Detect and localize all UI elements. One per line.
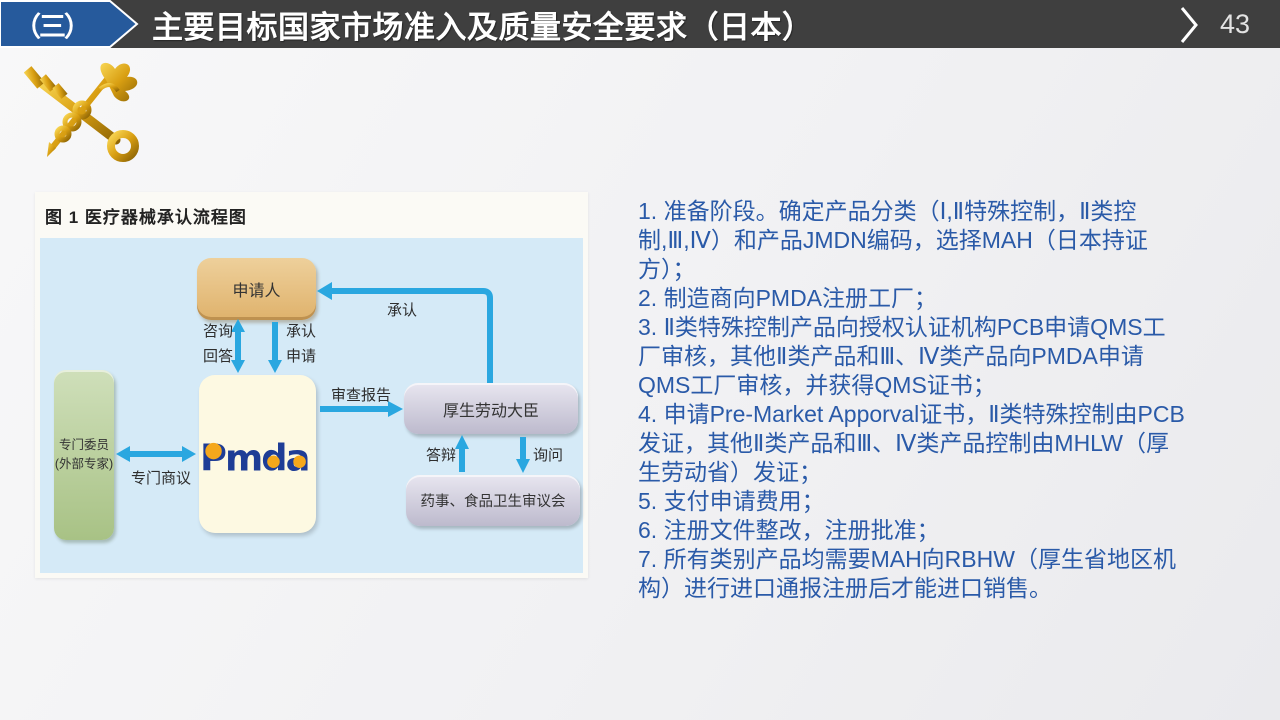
label-defense: 答辩 bbox=[426, 447, 457, 464]
pmda-logo-dot-a bbox=[292, 455, 306, 469]
step-item-3: 3. Ⅱ类特殊控制产品向授权认证机构PCB申请QMS工厂审核，其他Ⅱ类产品和Ⅲ、… bbox=[638, 314, 1166, 398]
step-item-5: 5. 支付申请费用； bbox=[638, 488, 825, 514]
label-reply: 回答 bbox=[203, 348, 234, 365]
node-applicant-label: 申请人 bbox=[232, 283, 281, 300]
label-special-discussion: 专门商议 bbox=[131, 470, 192, 487]
node-expert-label-line2: (外部专家) bbox=[54, 457, 114, 471]
label-approval-return: 承认 bbox=[387, 302, 418, 319]
node-pharma-food-council-label: 药事、食品卫生审议会 bbox=[420, 494, 566, 510]
section-tag: （三） bbox=[14, 11, 91, 42]
step-item-2: 2. 制造商向PMDA注册工厂； bbox=[638, 285, 938, 311]
node-pmda: Pmda bbox=[199, 375, 316, 533]
label-application: 申请 bbox=[286, 348, 317, 365]
node-pharma-food-council: 药事、食品卫生审议会 bbox=[406, 475, 580, 526]
section-tab: （三） bbox=[0, 0, 140, 48]
label-inquiry: 询问 bbox=[533, 447, 564, 464]
customs-emblem-icon bbox=[24, 62, 139, 162]
node-expert-label-line1: 专门委员 bbox=[58, 438, 109, 452]
label-approval: 承认 bbox=[286, 323, 317, 340]
step-item-7: 7. 所有类别产品均需要MAH向RBHW（厚生省地区机构）进行进口通报注册后才能… bbox=[638, 546, 1176, 601]
pmda-logo-text: Pmda bbox=[200, 436, 309, 479]
step-item-4: 4. 申请Pre-Market Apporval证书，Ⅱ类特殊控制由PCB发证，… bbox=[638, 401, 1185, 485]
step-item-1: 1. 准备阶段。确定产品分类（Ⅰ,Ⅱ特殊控制，Ⅱ类控制,Ⅲ,Ⅳ）和产品JMDN编… bbox=[638, 198, 1148, 282]
header-bar: （三） 主要目标国家市场准入及质量安全要求（日本） 43 bbox=[0, 0, 1280, 48]
flowchart-figure: 图 1 医疗器械承认流程图 申请人 Pmda 专门委员 (外部专家) 厚生劳动大… bbox=[35, 192, 588, 578]
page-number: 43 bbox=[1219, 8, 1250, 39]
chevron-right-icon bbox=[1180, 7, 1198, 43]
node-mhlw-minister-label: 厚生劳动大臣 bbox=[442, 402, 539, 420]
label-review-report: 审查报告 bbox=[331, 387, 392, 404]
label-consult: 咨询 bbox=[203, 323, 234, 340]
steps-text-block: 1. 准备阶段。确定产品分类（Ⅰ,Ⅱ特殊控制，Ⅱ类控制,Ⅲ,Ⅳ）和产品JMDN编… bbox=[638, 197, 1186, 603]
node-expert-committee: 专门委员 (外部专家) bbox=[54, 370, 114, 540]
pmda-logo-dot-d bbox=[266, 455, 280, 469]
step-item-6: 6. 注册文件整改，注册批准； bbox=[638, 517, 940, 543]
figure-title: 图 1 医疗器械承认流程图 bbox=[45, 208, 247, 227]
section-tab-arrow-shape bbox=[0, 0, 139, 48]
node-mhlw-minister: 厚生劳动大臣 bbox=[404, 383, 578, 434]
pmda-logo: Pmda bbox=[200, 436, 310, 479]
node-applicant: 申请人 bbox=[197, 258, 316, 320]
page-title: 主要目标国家市场准入及质量安全要求（日本） bbox=[152, 9, 814, 45]
pmda-logo-dot-p bbox=[204, 442, 222, 460]
